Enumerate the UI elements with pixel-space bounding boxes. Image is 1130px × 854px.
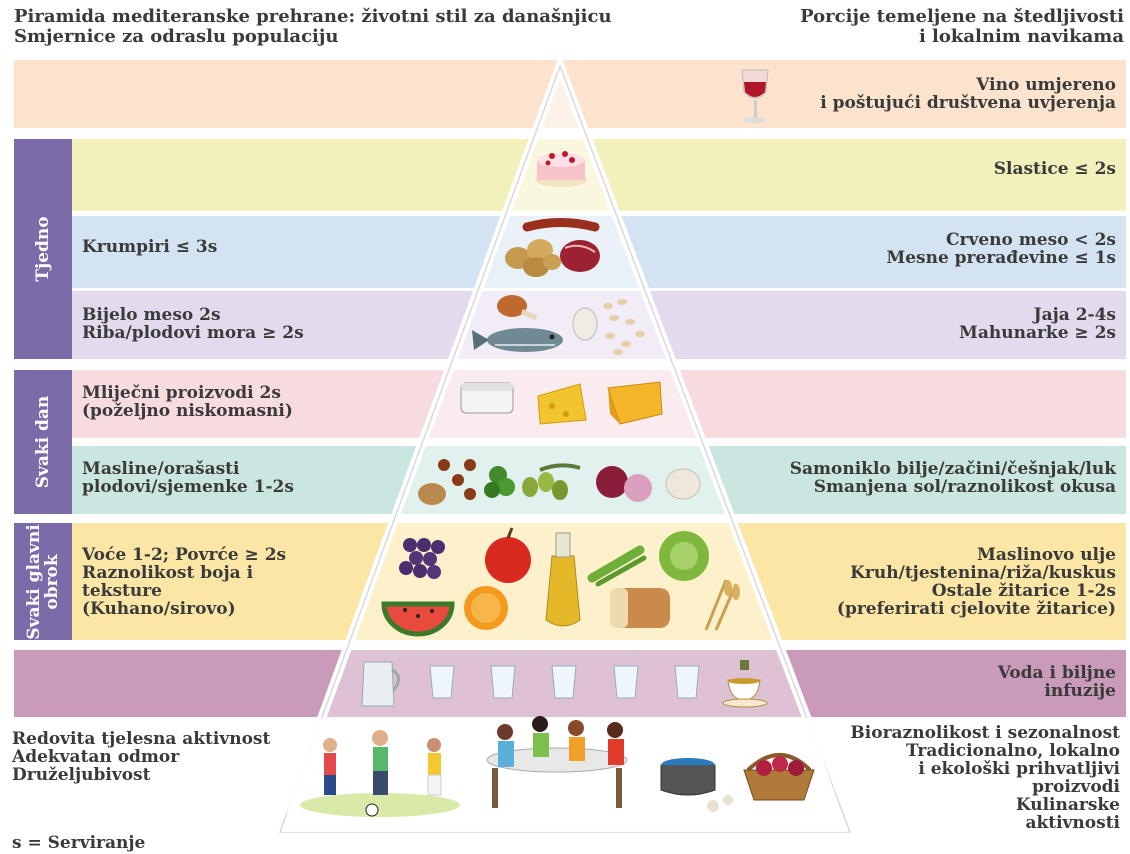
celery-icon (587, 545, 647, 587)
beans-icon (603, 299, 645, 355)
steak-icon (560, 240, 600, 272)
cooking-pot-icon (660, 758, 733, 812)
people-playing-football-icon (300, 730, 460, 817)
grapes-icon (399, 538, 445, 579)
orange-icon (464, 586, 508, 630)
parsley-icon (484, 466, 515, 498)
olive-oil-cereals-label: Maslinovo ulje Kruh/tjestenina/riža/kusk… (836, 545, 1116, 619)
water-glass-icon (429, 665, 700, 699)
olive-oil-bottle-icon (545, 532, 581, 627)
hazelnuts-icon (418, 459, 476, 505)
group-label-daily: Svaki dan (14, 370, 72, 514)
apple-icon (485, 527, 531, 583)
lifestyle-label: Redovita tjelesna aktivnost Adekvatan od… (12, 729, 271, 785)
vegetable-basket-icon (743, 753, 815, 801)
wheat-icon (704, 579, 740, 631)
cabbage-icon (659, 531, 709, 581)
fruit-vegetables-label: Voće 1-2; Povrće ≥ 2s Raznolikost boja i… (82, 545, 287, 619)
potatoes-label: Krumpiri ≤ 3s (82, 237, 218, 257)
wine-glass-icon (741, 69, 769, 123)
fish-icon (472, 328, 563, 352)
sausage-icon (522, 218, 600, 232)
biodiversity-label: Bioraznolikost i sezonalnost Tradicional… (850, 723, 1120, 833)
page-subtitle-right: Porcije temeljene na štedljivosti i loka… (800, 6, 1124, 47)
servings-footnote: s = Serviranje (12, 833, 146, 853)
dairy-label: Mliječni proizvodi 2s (poželjno niskomas… (82, 383, 293, 421)
white-meat-fish-label: Bijelo meso 2s Riba/plodovi mora ≥ 2s (82, 305, 304, 343)
potatoes-icon (505, 239, 561, 277)
page-title: Piramida mediteranske prehrane: životni … (14, 6, 612, 47)
cake-icon (535, 151, 587, 187)
water-label: Voda i biljne infuzije (997, 663, 1116, 701)
onion-icon (596, 466, 652, 502)
water-jug-icon (361, 661, 400, 707)
family-dinner-icon (486, 716, 628, 808)
wine-label: Vino umjereno i poštujući društvena uvje… (820, 75, 1116, 113)
watermelon-icon (381, 601, 455, 637)
group-label-weekly: Tjedno (14, 139, 72, 359)
olives-nuts-label: Masline/orašasti plodovi/sjemenke 1-2s (82, 459, 294, 497)
olives-icon (522, 463, 581, 500)
chicken-leg-icon (497, 295, 538, 321)
yogurt-icon (460, 382, 514, 414)
bread-icon (610, 588, 670, 628)
garlic-icon (665, 468, 701, 500)
cheese-icon (537, 381, 663, 425)
red-meat-label: Crveno meso < 2s Mesne prerađevine ≤ 1s (886, 230, 1116, 268)
egg-icon (572, 307, 598, 341)
herbs-spices-label: Samoniklo bilje/začini/češnjak/luk Smanj… (789, 459, 1116, 497)
tea-cup-icon (722, 660, 768, 708)
eggs-legumes-label: Jaja 2-4s Mahunarke ≥ 2s (959, 305, 1116, 343)
sweets-label: Slastice ≤ 2s (993, 159, 1116, 179)
